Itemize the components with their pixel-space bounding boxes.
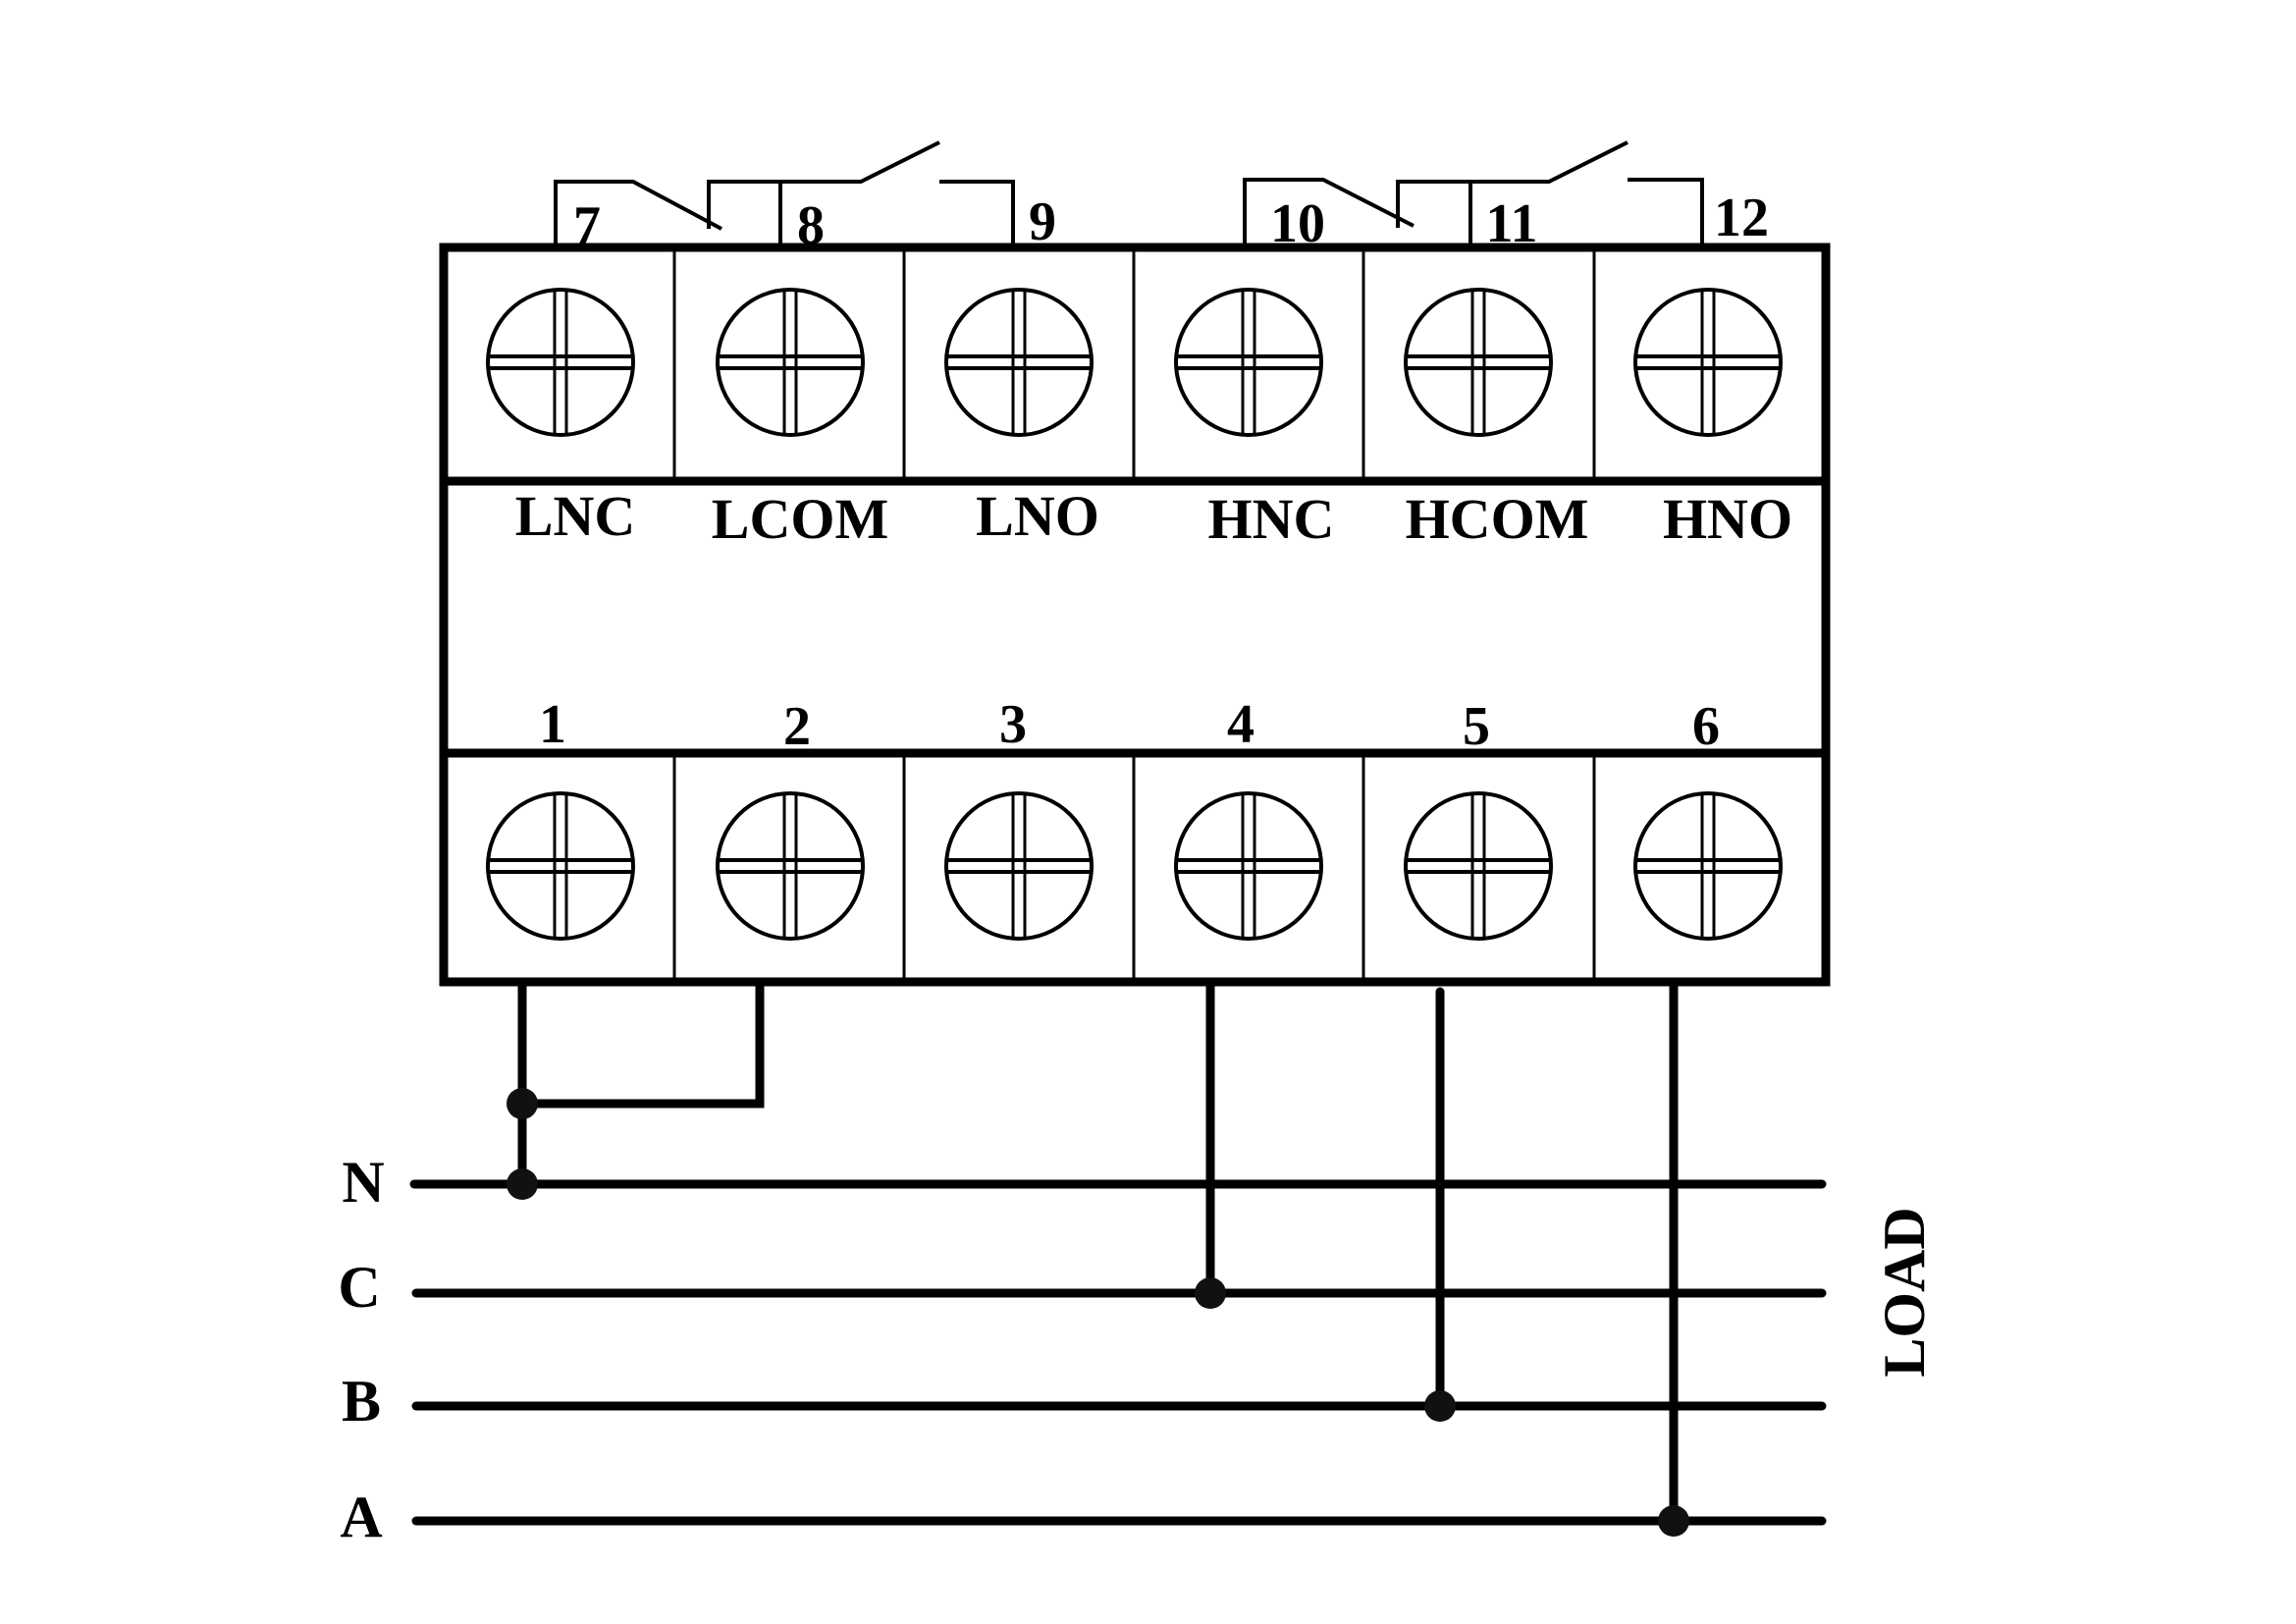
screw-icon [486, 791, 635, 941]
terminal-number: 3 [999, 694, 1027, 755]
contact-8-com [707, 180, 782, 245]
upper-terminal-numbers: 7 8 9 10 11 12 [573, 188, 1769, 256]
wires [409, 979, 1827, 1526]
terminal-label: LNO [976, 484, 1099, 548]
contact-10-nc [1243, 178, 1415, 245]
terminal-number: 9 [1029, 191, 1056, 252]
load-label: LOAD [1872, 1207, 1937, 1377]
screws [486, 288, 1783, 941]
screw-icon [944, 791, 1094, 941]
screw-icon [716, 791, 865, 941]
screw-icon [486, 288, 635, 437]
terminal-number: 1 [539, 694, 566, 755]
screw-icon [1404, 791, 1553, 941]
contact-11-com [1396, 180, 1472, 245]
terminal-number: 12 [1714, 188, 1769, 248]
terminal-number: 6 [1692, 696, 1720, 757]
contact-7-nc [554, 180, 722, 245]
junction-dot [1195, 1277, 1226, 1309]
junction-dot [1658, 1505, 1689, 1537]
line-label-a: A [340, 1485, 382, 1549]
terminal-label: LCOM [712, 487, 888, 551]
line-label-b: B [342, 1369, 381, 1434]
wire-terminal-2 [517, 979, 765, 1109]
line-label-c: C [338, 1255, 380, 1320]
screw-icon [1404, 288, 1553, 437]
screw-icon [1174, 288, 1323, 437]
terminal-label: HCOM [1406, 487, 1589, 551]
screw-icon [1633, 288, 1783, 437]
terminal-label: LNC [515, 484, 635, 548]
terminal-number: 4 [1227, 694, 1255, 755]
terminal-block [439, 243, 1831, 987]
contact-12-no [1628, 178, 1704, 245]
terminal-number: 5 [1463, 696, 1490, 757]
screw-icon [1174, 791, 1323, 941]
screw-icon [944, 288, 1094, 437]
terminal-number: 2 [783, 696, 811, 757]
junctions [507, 1088, 1689, 1537]
junction-dot [507, 1168, 538, 1200]
terminal-label: HNO [1663, 487, 1792, 551]
screw-icon [716, 288, 865, 437]
screw-icon [1633, 791, 1783, 941]
junction-dot [1424, 1390, 1456, 1422]
relay-contacts-low [554, 140, 1015, 245]
contact-8-arm [780, 140, 940, 184]
terminal-label: HNC [1208, 487, 1335, 551]
upper-terminal-labels: LNC LCOM LNO HNC HCOM HNO [515, 484, 1792, 551]
line-label-n: N [342, 1150, 384, 1215]
junction-dot [507, 1088, 538, 1119]
contact-11-arm [1470, 140, 1629, 184]
relay-contacts-high [1243, 140, 1704, 245]
contact-9-no [939, 180, 1015, 245]
lower-terminal-numbers: 1 2 3 4 5 6 [539, 694, 1720, 757]
